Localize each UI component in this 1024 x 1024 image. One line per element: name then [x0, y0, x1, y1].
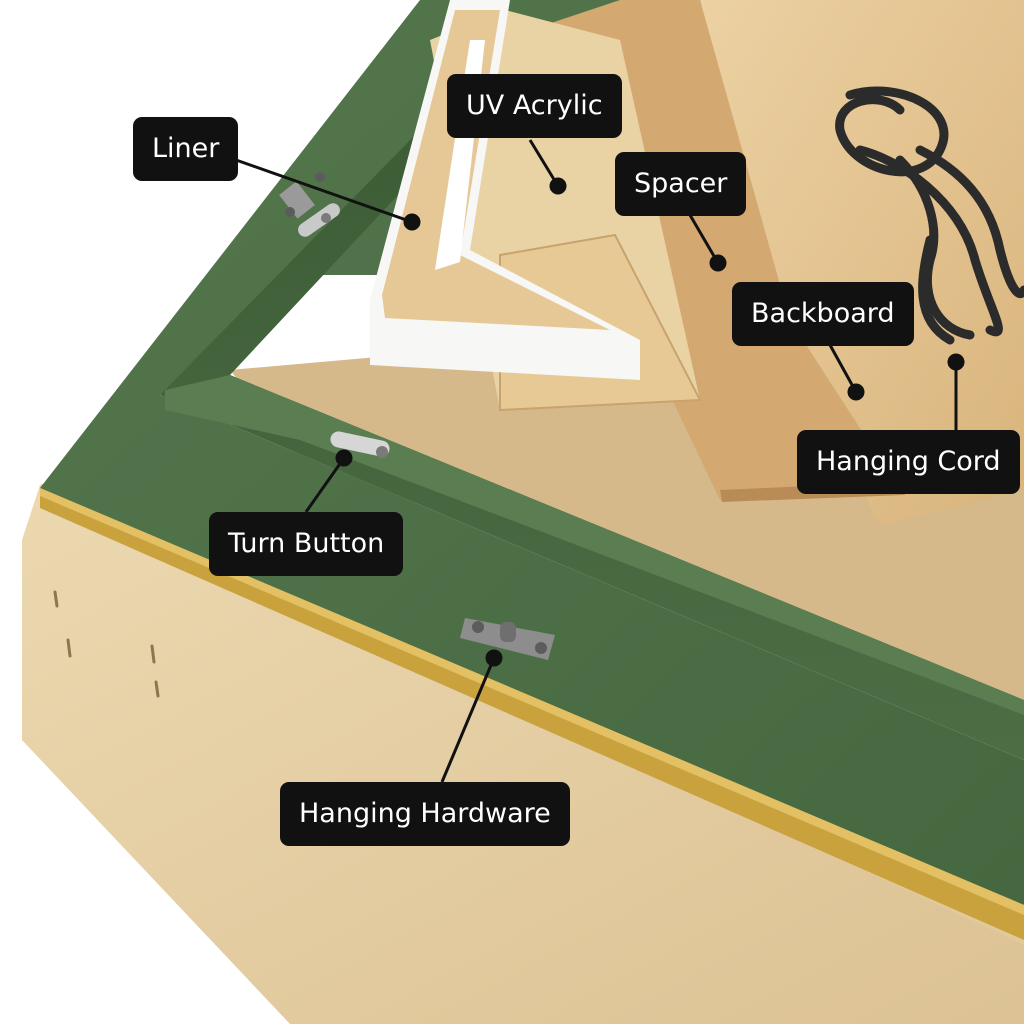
- label-hanging-cord: Hanging Cord: [797, 430, 1020, 494]
- frame-inner-ledge: [165, 375, 1024, 715]
- turn-button-bottom: [330, 431, 390, 458]
- hanging-cord: [835, 86, 1024, 345]
- frame-gold-highlight: [40, 488, 1024, 915]
- leader-lines: [235, 139, 965, 783]
- label-uv-acrylic: UV Acrylic: [447, 74, 622, 138]
- label-hanging-hardware: Hanging Hardware: [280, 782, 570, 846]
- turn-button-top: [298, 203, 340, 237]
- hanging-hardware-plate: [460, 618, 555, 660]
- label-spacer: Spacer: [615, 152, 747, 216]
- box-slots: [53, 590, 160, 698]
- label-turn-button: Turn Button: [209, 512, 404, 576]
- label-liner: Liner: [133, 117, 239, 181]
- cardboard-box: [22, 485, 1024, 1024]
- label-backboard: Backboard: [732, 282, 914, 346]
- frame-gold-edge: [40, 488, 1024, 940]
- top-corner-hardware: [279, 172, 325, 219]
